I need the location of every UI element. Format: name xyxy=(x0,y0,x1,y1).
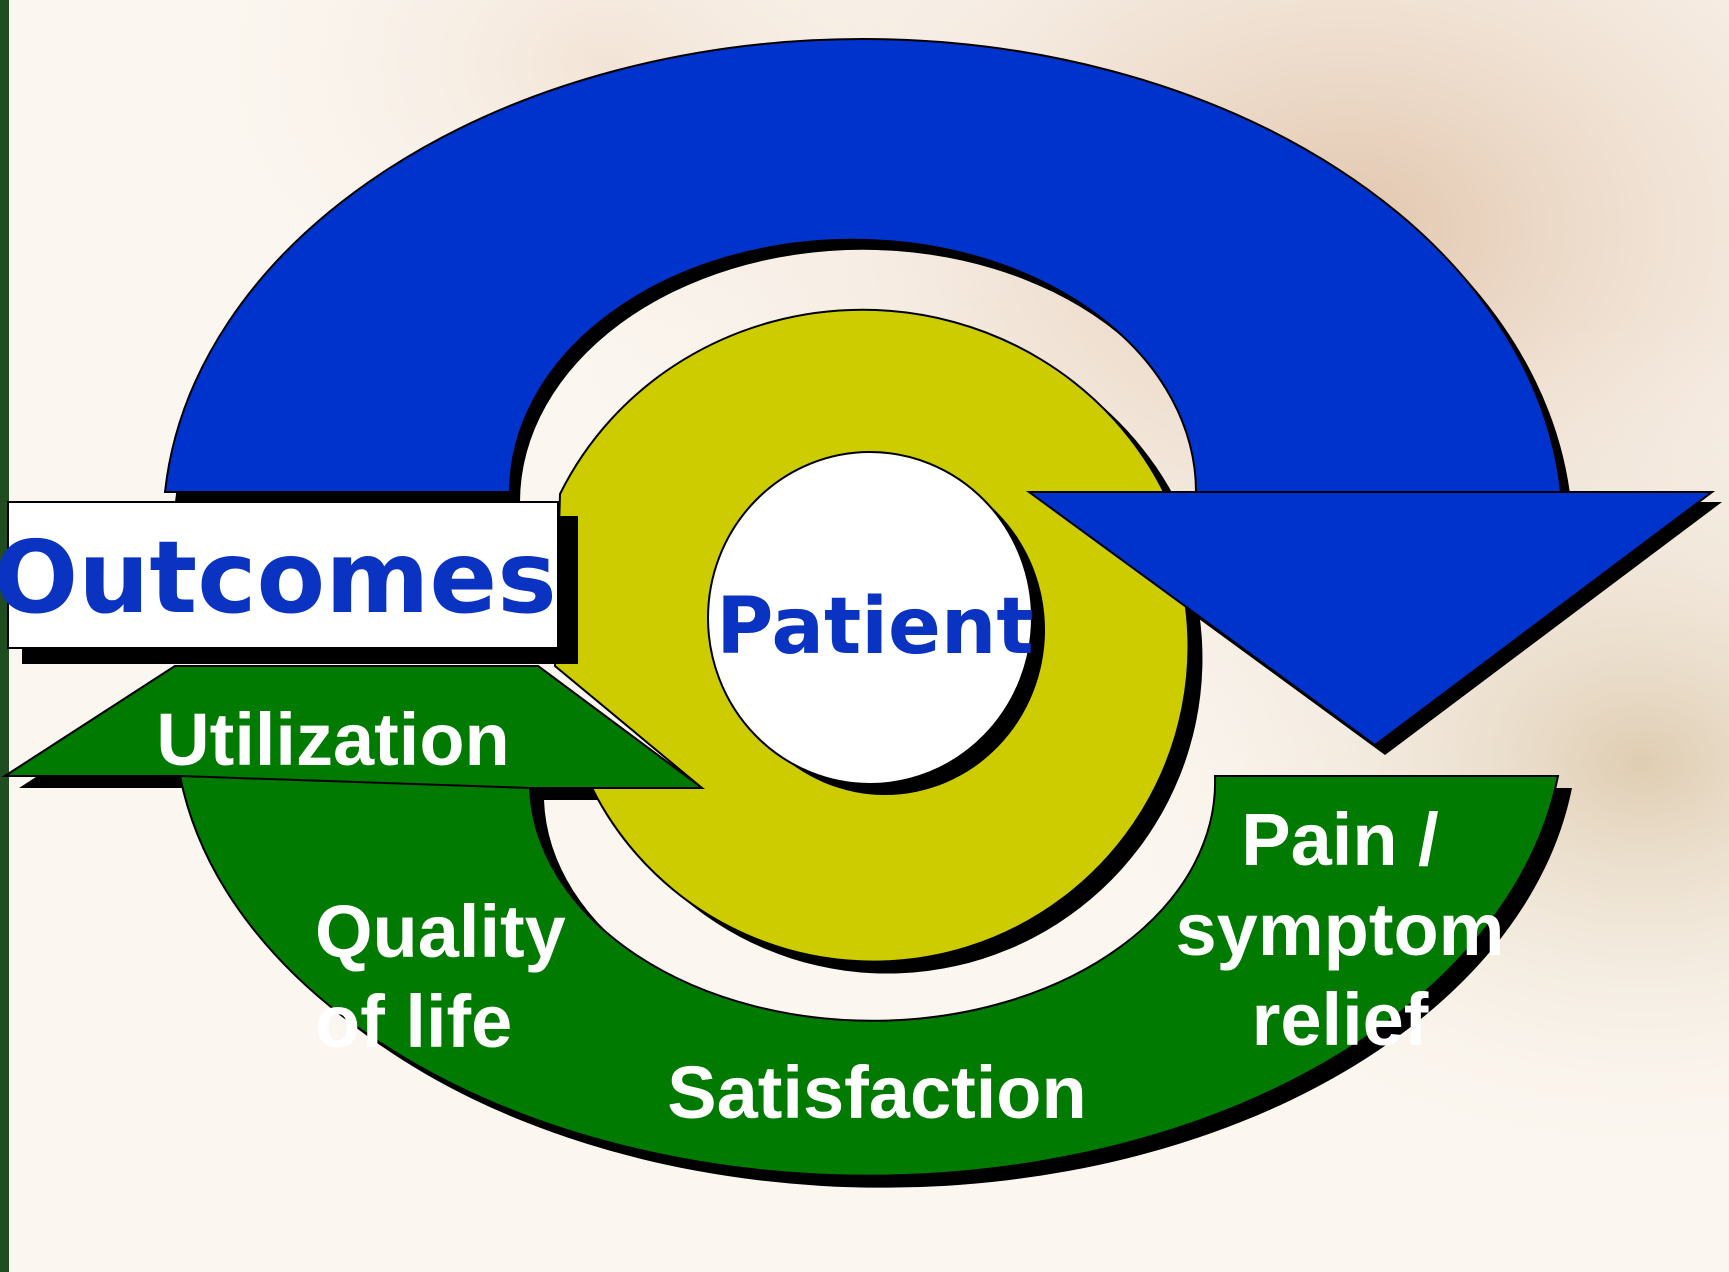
left-edge-bar xyxy=(0,0,9,1272)
pain-relief-label-line2: symptom xyxy=(1176,888,1505,971)
patient-label: Patient xyxy=(716,582,1033,672)
quality-of-life-label-line2: of life xyxy=(315,980,512,1063)
green-arrow-shape xyxy=(1,665,1560,1177)
pain-relief-label-line3: relief xyxy=(1252,978,1429,1061)
satisfaction-label: Satisfaction xyxy=(667,1051,1086,1134)
pain-relief-label-line1: Pain / xyxy=(1241,798,1438,881)
title-box-shape xyxy=(7,501,559,649)
patient-circle: Patient xyxy=(707,451,1045,795)
outcomes-title: Outcomes xyxy=(0,519,557,636)
quality-of-life-label-line1: Quality xyxy=(315,890,566,973)
green-arrow-head-overlay xyxy=(1,665,706,789)
blue-arrow-head-overlay xyxy=(1025,491,1715,747)
green-cycle-arrow xyxy=(1,665,1572,1188)
outcomes-title-box: Outcomes xyxy=(0,501,578,664)
utilization-label: Utilization xyxy=(156,698,510,781)
patient-circle-shape xyxy=(707,451,1033,785)
